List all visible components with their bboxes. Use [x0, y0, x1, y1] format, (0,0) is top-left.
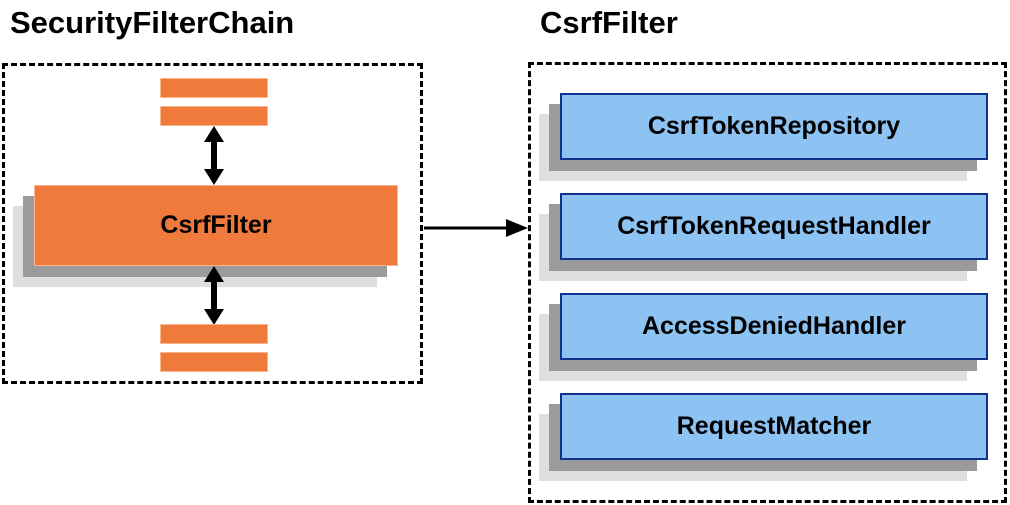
component-label: CsrfTokenRepository [647, 112, 901, 140]
double-arrow-vertical-icon [204, 266, 224, 325]
component-box-request-matcher: RequestMatcher [560, 393, 988, 460]
filter-placeholder-bar [160, 78, 268, 98]
csrf-filter-node: CsrfFilter [34, 185, 398, 266]
filter-placeholder-bar [160, 324, 268, 344]
filter-placeholder-bar [160, 352, 268, 372]
component-label: AccessDeniedHandler [641, 312, 906, 340]
arrow-right-icon [424, 219, 528, 237]
security-filter-chain-box [2, 63, 423, 384]
component-box-csrf-token-request-handler: CsrfTokenRequestHandler [560, 193, 988, 260]
csrf-filter-node-label: CsrfFilter [160, 211, 272, 239]
component-label: RequestMatcher [676, 412, 872, 440]
component-box-access-denied-handler: AccessDeniedHandler [560, 293, 988, 360]
csrf-filter-title: CsrfFilter [540, 5, 678, 40]
component-box-csrf-token-repository: CsrfTokenRepository [560, 93, 988, 160]
filter-placeholder-bar [160, 106, 268, 126]
security-filter-chain-title: SecurityFilterChain [10, 5, 295, 40]
csrf-filter-detail-box [528, 62, 1007, 503]
double-arrow-vertical-icon [204, 126, 224, 185]
component-label: CsrfTokenRequestHandler [617, 212, 931, 240]
